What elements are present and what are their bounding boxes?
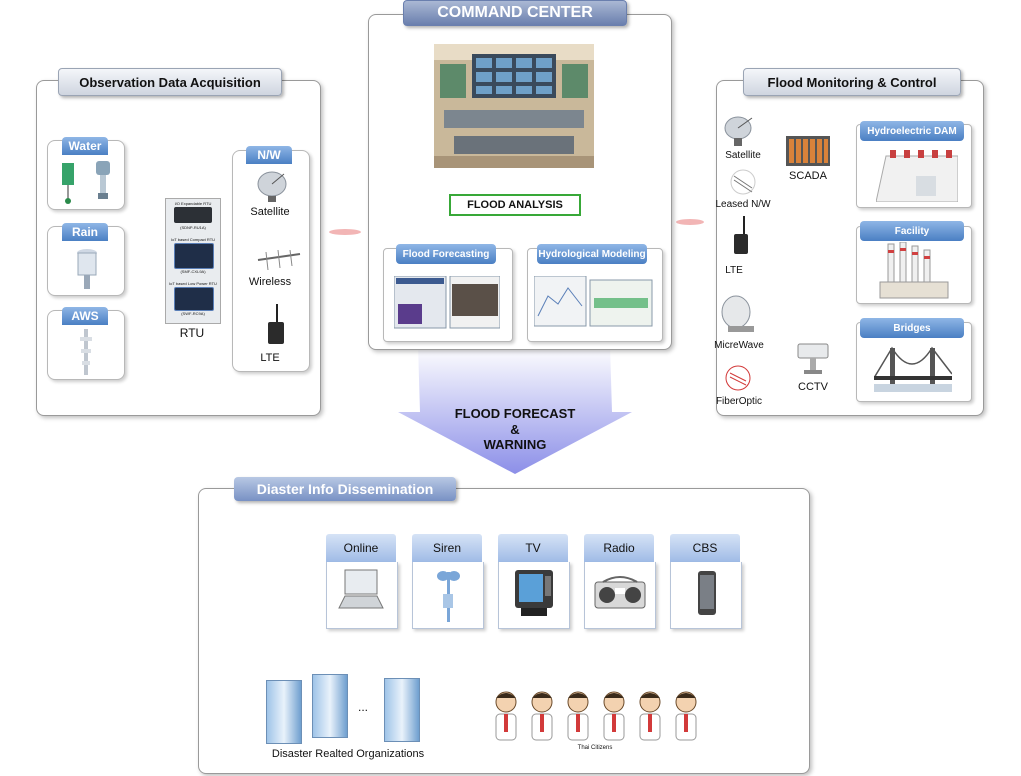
sensor-card-water[interactable]: Water [47,137,125,210]
flood-analysis-box[interactable]: FLOOD ANALYSIS [449,194,581,216]
hydrological-modeling-title: Hydrological Modeling [537,244,647,264]
network-title: N/W [246,146,292,164]
modeling-screens-icon [534,276,653,327]
link-spark-left [329,229,361,235]
target-title-bridges: Bridges [860,318,964,338]
fiber-optic-icon [725,365,751,391]
forecasting-screens-icon [394,276,500,329]
rtu-device-3-name: IoT based Low Power RTU [169,281,217,286]
radio-icon [594,576,646,609]
link-spark-right [676,219,704,225]
bridge-icon [874,346,952,392]
monitoring-lte-label: LTE [725,265,743,276]
satellite-dish-icon [257,171,287,202]
sensor-card-aws[interactable]: AWS [47,307,125,380]
siren-icon [437,571,460,622]
network-satellite-label: Satellite [250,206,290,218]
organization-building-1 [266,680,302,744]
citizens-icon [495,691,697,741]
media-box-radio[interactable] [584,562,656,629]
citizens-label: Thai Citizens [577,745,613,751]
network-wireless-label: Wireless [248,276,292,288]
water-sensor-icon [62,161,110,204]
media-tab-siren[interactable]: Siren [412,534,482,562]
media-box-cbs[interactable] [670,562,742,629]
media-tab-online[interactable]: Online [326,534,396,562]
facility-icon [879,242,949,299]
warning-line-2: & [510,422,520,437]
network-lte-label: LTE [260,352,280,364]
media-box-online[interactable] [326,562,398,629]
scada-label: SCADA [789,170,827,182]
sensor-label-rain: Rain [62,223,108,241]
rtu-device-3-model: (SWF-RC9A) [181,311,205,316]
leased-line-icon [730,169,756,195]
monitoring-leased-label: Leased N/W [715,199,771,210]
monitoring-title: Flood Monitoring & Control [743,68,961,96]
media-tab-cbs[interactable]: CBS [670,534,740,562]
organization-building-2 [312,674,348,738]
rtu-device-2-name: IoT based Compact RTU [170,237,216,242]
warning-line-1: FLOOD FORECAST [454,406,576,421]
media-box-tv[interactable] [498,562,570,629]
microwave-dish-icon [721,295,754,332]
sensor-label-aws: AWS [62,307,108,325]
mobile-phone-icon [698,571,716,615]
rain-gauge-icon [77,249,97,289]
tv-icon [515,570,553,616]
dam-icon [876,150,958,202]
organizations-label: Disaster Realted Organizations [271,748,425,760]
monitoring-satellite-icon [724,116,753,146]
laptop-icon [338,569,384,609]
cctv-camera-icon [797,343,829,374]
observation-title: Observation Data Acquisition [58,68,282,96]
media-tab-radio[interactable]: Radio [584,534,654,562]
command-room-photo [434,44,594,168]
flood-forecasting-title: Flood Forecasting [396,244,496,264]
target-title-dam: Hydroelectric DAM [860,121,964,141]
fiber-optic-label: FiberOptic [715,396,763,407]
warning-arrow [398,345,632,474]
sensor-label-water: Water [62,137,108,155]
lte-antenna-icon [268,304,284,344]
wireless-antenna-icon [257,249,301,271]
monitoring-lte-icon [734,216,748,254]
media-tab-tv[interactable]: TV [498,534,568,562]
rtu-stack[interactable]: I/O Expandable RTU (SDNP-RU1A) IoT based… [165,198,221,324]
monitoring-satellite-label: Satellite [725,150,761,161]
dissemination-title: Diaster Info Dissemination [234,477,456,501]
sensor-card-rain[interactable]: Rain [47,223,125,296]
rtu-device-1-icon [174,207,212,223]
microwave-label: MicreWave [714,340,764,351]
aws-station-icon [80,329,92,375]
rtu-device-3-icon [174,287,214,311]
rtu-label: RTU [179,326,205,340]
rtu-device-1-name: I/O Expandable RTU [174,201,212,206]
rtu-device-2-icon [174,243,214,269]
organization-building-3 [384,678,420,742]
rtu-device-1-model: (SDNP-RU1A) [180,225,206,230]
command-center-title: COMMAND CENTER [403,0,627,26]
warning-line-3: WARNING [483,437,547,452]
cctv-label: CCTV [798,381,828,393]
target-title-facility: Facility [860,221,964,241]
scada-rack-icon [786,136,830,166]
rtu-device-2-model: (SMF-CXL9A) [180,269,206,274]
organizations-ellipsis: ... [358,700,369,714]
media-box-siren[interactable] [412,562,484,629]
